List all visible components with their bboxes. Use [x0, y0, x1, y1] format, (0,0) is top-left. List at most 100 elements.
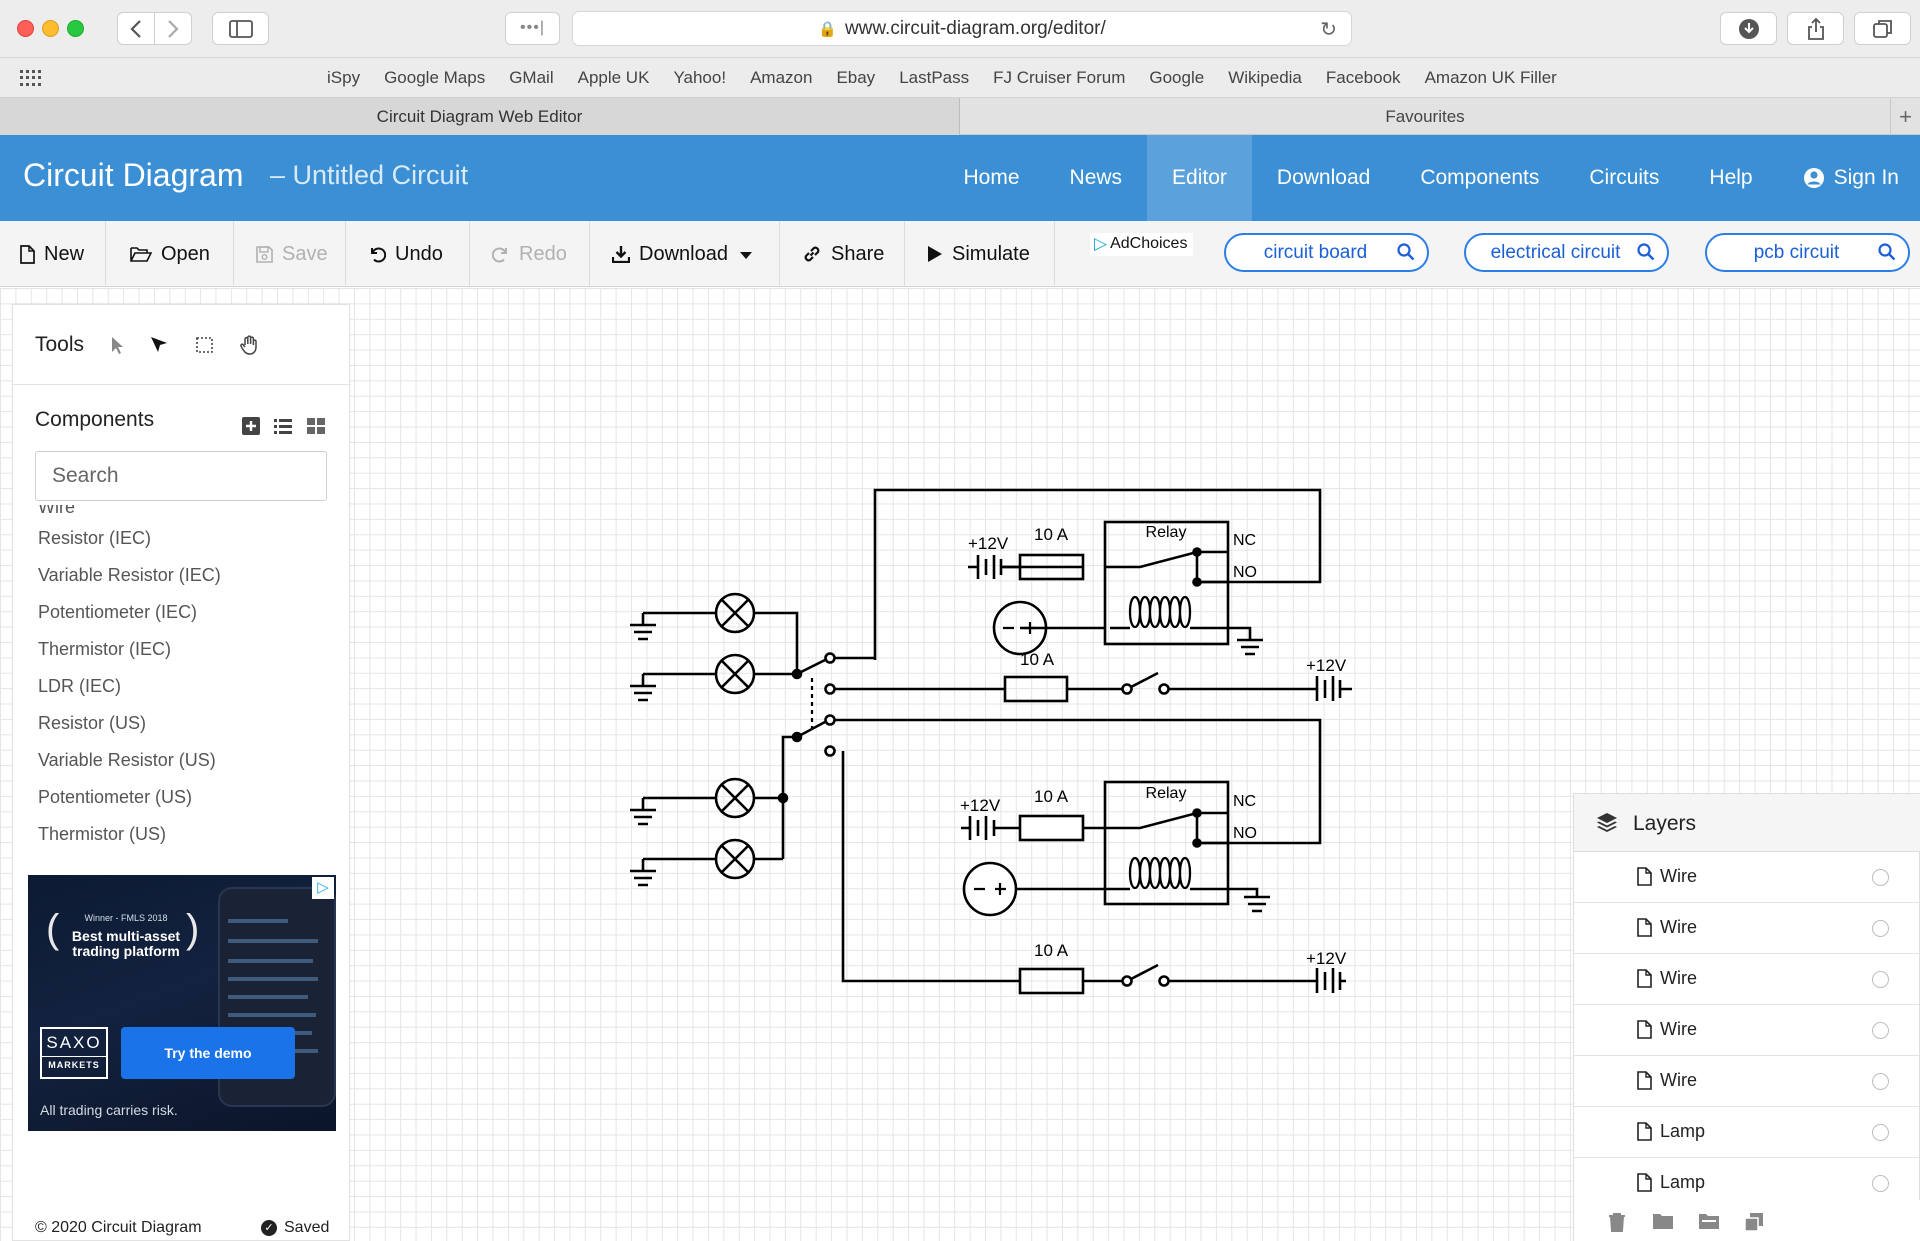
- component-item-thermistor-us[interactable]: Thermistor (US): [38, 824, 167, 844]
- fuse-mid[interactable]: 10 A: [1003, 650, 1069, 703]
- switch-contact[interactable]: [824, 714, 836, 726]
- redo-button[interactable]: Redo: [470, 221, 590, 287]
- bookmark-item[interactable]: iSpy: [327, 68, 361, 87]
- advertisement[interactable]: ( ) Winner - FMLS 2018 Best multi-asset …: [28, 875, 336, 1131]
- component-item-resistor-us[interactable]: Resistor (US): [38, 713, 147, 733]
- tabs-button[interactable]: [1854, 12, 1911, 45]
- ground-symbol[interactable]: [630, 869, 656, 887]
- share-button[interactable]: Share: [780, 221, 905, 287]
- layer-row[interactable]: Wire: [1574, 852, 1920, 903]
- reload-icon[interactable]: ↻: [1320, 19, 1337, 41]
- adchoices-badge[interactable]: ▷ AdChoices: [1090, 233, 1194, 256]
- switch-contact[interactable]: [824, 652, 836, 664]
- pan-hand-icon[interactable]: [237, 333, 261, 357]
- wire-arrow-icon[interactable]: [147, 333, 171, 357]
- try-demo-button[interactable]: Try the demo: [121, 1027, 295, 1079]
- layer-visibility-toggle[interactable]: [1872, 1175, 1889, 1192]
- apps-grid-icon[interactable]: [20, 70, 42, 86]
- bookmark-item[interactable]: Google: [1149, 68, 1205, 87]
- layer-row[interactable]: Wire: [1574, 903, 1920, 954]
- layer-visibility-toggle[interactable]: [1872, 869, 1889, 886]
- marquee-select-icon[interactable]: [193, 333, 217, 357]
- switch-mid[interactable]: [1121, 671, 1170, 695]
- folder-icon[interactable]: [1652, 1212, 1674, 1230]
- ground-symbol[interactable]: [630, 623, 656, 641]
- open-button[interactable]: Open: [106, 221, 234, 287]
- save-button[interactable]: Save: [234, 221, 346, 287]
- bookmark-item[interactable]: Facebook: [1325, 68, 1401, 87]
- nav-download[interactable]: Download: [1276, 166, 1371, 189]
- ad-search-pcb-circuit[interactable]: pcb circuit: [1705, 233, 1910, 272]
- component-item-variable-resistor-iec[interactable]: Variable Resistor (IEC): [38, 565, 221, 585]
- layer-visibility-toggle[interactable]: [1872, 971, 1889, 988]
- minimize-window-button[interactable]: [42, 20, 59, 37]
- new-button[interactable]: New: [0, 221, 106, 287]
- ground-symbol[interactable]: [1244, 895, 1270, 913]
- ground-symbol[interactable]: [630, 684, 656, 702]
- wire[interactable]: [643, 611, 799, 676]
- wire[interactable]: [643, 796, 783, 861]
- select-arrow-icon[interactable]: [105, 333, 129, 357]
- circuit-title[interactable]: – Untitled Circuit: [270, 160, 469, 190]
- battery-bottom-relay[interactable]: +12V: [960, 796, 1020, 840]
- add-component-icon[interactable]: [241, 416, 261, 436]
- nav-components[interactable]: Components: [1420, 166, 1540, 189]
- close-window-button[interactable]: [17, 20, 34, 37]
- wire[interactable]: [873, 488, 1322, 660]
- layer-visibility-toggle[interactable]: [1872, 1073, 1889, 1090]
- relay-bottom[interactable]: Relay NC NO: [1015, 780, 1259, 906]
- sign-in-button[interactable]: Sign In: [1778, 135, 1920, 221]
- address-bar[interactable]: 🔒 www.circuit-diagram.org/editor/ ↻: [572, 11, 1352, 46]
- share-browser-button[interactable]: [1787, 12, 1844, 45]
- new-tab-button[interactable]: +: [1890, 98, 1920, 135]
- layer-visibility-toggle[interactable]: [1872, 1124, 1889, 1141]
- bookmark-item[interactable]: GMail: [509, 68, 554, 87]
- bookmark-item[interactable]: Yahoo!: [673, 68, 727, 87]
- battery-bottom[interactable]: +12V: [1306, 949, 1347, 993]
- duplicate-icon[interactable]: [1744, 1212, 1764, 1232]
- switch-contact[interactable]: [824, 745, 836, 757]
- layer-visibility-toggle[interactable]: [1872, 920, 1889, 937]
- fuse-bottom[interactable]: 10 A: [1018, 941, 1085, 995]
- nav-editor[interactable]: Editor: [1147, 135, 1252, 221]
- nav-home[interactable]: Home: [963, 166, 1020, 189]
- bookmark-item[interactable]: Google Maps: [384, 68, 486, 87]
- downloads-button[interactable]: [1720, 12, 1777, 45]
- ground-symbol[interactable]: [1237, 638, 1263, 656]
- layer-row[interactable]: Lamp: [1574, 1107, 1920, 1158]
- bookmark-item[interactable]: Amazon: [750, 68, 813, 87]
- nav-circuits[interactable]: Circuits: [1589, 166, 1660, 189]
- component-item-resistor-iec[interactable]: Resistor (IEC): [38, 528, 152, 548]
- layer-visibility-toggle[interactable]: [1872, 1022, 1889, 1039]
- wire[interactable]: [796, 658, 826, 676]
- bookmark-item[interactable]: Ebay: [836, 68, 876, 87]
- folder-open-icon[interactable]: [1698, 1212, 1720, 1230]
- motor-top[interactable]: [992, 600, 1048, 656]
- component-item-potentiometer-us[interactable]: Potentiometer (US): [38, 787, 193, 807]
- battery-mid[interactable]: +12V: [1306, 656, 1352, 701]
- back-button[interactable]: [117, 12, 155, 45]
- ad-search-electrical-circuit[interactable]: electrical circuit: [1464, 233, 1669, 272]
- motor-bottom[interactable]: [962, 861, 1018, 917]
- layer-row[interactable]: Wire: [1574, 1056, 1920, 1107]
- bookmark-item[interactable]: FJ Cruiser Forum: [993, 68, 1126, 87]
- lamp[interactable]: [714, 653, 756, 695]
- component-item-ldr-iec[interactable]: LDR (IEC): [38, 676, 122, 696]
- bookmark-item[interactable]: LastPass: [899, 68, 970, 87]
- wire[interactable]: [841, 751, 1317, 983]
- bookmark-item[interactable]: Apple UK: [577, 68, 650, 87]
- lamp[interactable]: [714, 838, 756, 880]
- undo-button[interactable]: Undo: [346, 221, 470, 287]
- simulate-button[interactable]: Simulate: [905, 221, 1055, 287]
- fuse-bottom-relay[interactable]: 10 A: [1018, 787, 1085, 842]
- tab-favourites[interactable]: Favourites: [1385, 106, 1465, 126]
- circuit-schematic[interactable]: Relay NC NO +12V 10 A 10 A: [0, 288, 1920, 1241]
- wire[interactable]: [835, 718, 1322, 845]
- component-item-thermistor-iec[interactable]: Thermistor (IEC): [38, 639, 172, 659]
- layer-row[interactable]: Wire: [1574, 1005, 1920, 1056]
- maximize-window-button[interactable]: [67, 20, 84, 37]
- tab-circuit-editor[interactable]: Circuit Diagram Web Editor: [0, 98, 960, 135]
- ad-choices-icon[interactable]: ▷: [312, 877, 334, 899]
- battery-top[interactable]: +12V: [968, 534, 1020, 579]
- ground-symbol[interactable]: [630, 808, 656, 826]
